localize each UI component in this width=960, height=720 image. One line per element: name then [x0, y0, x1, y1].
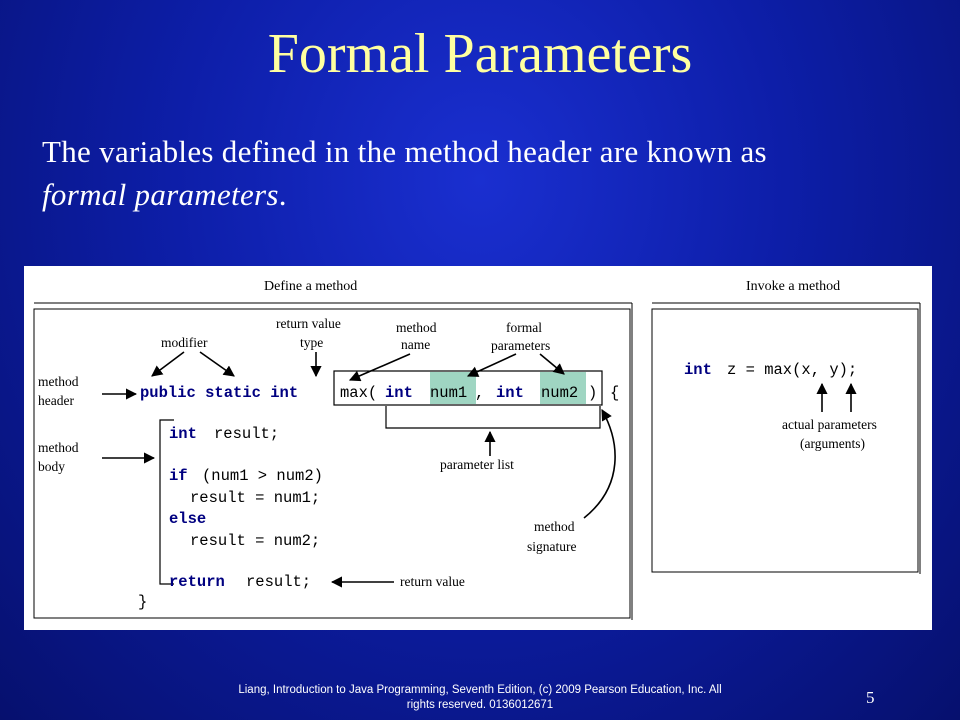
- annotation-method-name-2: name: [401, 337, 430, 352]
- header-int-2: int: [496, 384, 524, 402]
- body-period: .: [278, 177, 287, 212]
- annotation-formal-parameters-2: parameters: [491, 338, 550, 353]
- body-emphasis-formal-parameters: formal parameters: [42, 177, 279, 212]
- annotation-method-header-2: header: [38, 393, 74, 408]
- invoke-method-label: Invoke a method: [746, 279, 840, 294]
- annotation-actual-parameters-2: (arguments): [800, 436, 865, 451]
- header-int-1: int: [385, 384, 413, 402]
- annotation-method-body-2: body: [38, 459, 65, 474]
- code-close-brace: }: [138, 593, 147, 611]
- annotation-method-signature-1: method: [534, 519, 575, 534]
- annotation-method-header-1: method: [38, 374, 79, 389]
- code-return-kw: return: [169, 573, 225, 591]
- arrow-method-signature: [583, 409, 616, 519]
- annotation-formal-parameters-1: formal: [506, 320, 542, 335]
- arrow-formal-param-num1: [466, 353, 517, 377]
- header-open-brace: {: [610, 384, 619, 402]
- arrow-formal-param-num2: [539, 353, 565, 375]
- parameter-list-bracket: [385, 406, 601, 429]
- body-line-1: The variables defined in the method head…: [42, 134, 767, 169]
- code-if-condition: (num1 > num2): [202, 467, 323, 485]
- arrow-method-name: [348, 353, 411, 382]
- define-method-frame: [33, 308, 631, 619]
- code-int-kw: int: [169, 425, 197, 443]
- annotation-return-value: return value: [400, 574, 465, 589]
- footer-line-2: rights reserved. 0136012671: [406, 699, 554, 711]
- header-keywords: public static int: [140, 384, 298, 402]
- annotation-return-value-type-1: return value: [276, 316, 341, 331]
- header-close-paren: ): [588, 384, 597, 402]
- slide-body-text: The variables defined in the method head…: [42, 130, 942, 216]
- method-diagram: Define a method Invoke a method public s…: [24, 266, 932, 630]
- method-diagram-svg: Define a method Invoke a method public s…: [33, 279, 921, 620]
- invoke-call: z = max(x, y);: [727, 361, 857, 379]
- code-result-decl: result;: [214, 425, 279, 443]
- header-num2: num2: [541, 384, 578, 402]
- slide-footer: Liang, Introduction to Java Programming,…: [170, 683, 790, 713]
- code-return-value: result;: [246, 573, 311, 591]
- code-assign-num1: result = num1;: [190, 489, 320, 507]
- code-assign-num2: result = num2;: [190, 532, 320, 550]
- annotation-method-body-1: method: [38, 440, 79, 455]
- header-num1: num1: [430, 384, 467, 402]
- slide-title: Formal Parameters: [267, 23, 693, 85]
- invoke-int-kw: int: [684, 361, 712, 379]
- annotation-method-name-1: method: [396, 320, 437, 335]
- define-method-label: Define a method: [264, 279, 357, 294]
- annotation-parameter-list: parameter list: [440, 457, 514, 472]
- header-comma: ,: [475, 384, 484, 402]
- annotation-method-signature-2: signature: [527, 539, 577, 554]
- arrow-modifier-left: [151, 351, 185, 377]
- arrow-modifier-right: [199, 351, 235, 377]
- method-body-bracket: [159, 419, 174, 585]
- footer-line-1: Liang, Introduction to Java Programming,…: [238, 684, 722, 696]
- header-method-name: max(: [340, 384, 377, 402]
- annotation-return-value-type-2: type: [300, 335, 323, 350]
- invoke-method-frame: [651, 308, 919, 573]
- code-else-kw: else: [169, 510, 206, 528]
- page-number: 5: [866, 688, 875, 707]
- annotation-modifier: modifier: [161, 335, 208, 350]
- annotation-actual-parameters-1: actual parameters: [782, 417, 877, 432]
- num2-highlight: [540, 372, 586, 404]
- code-if-kw: if: [169, 467, 188, 485]
- num1-highlight: [430, 372, 476, 404]
